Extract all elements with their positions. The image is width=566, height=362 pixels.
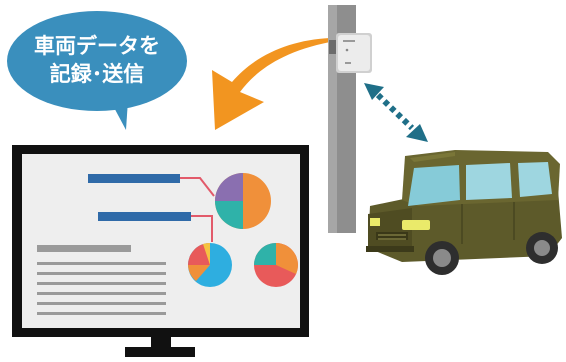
bubble-text-line2: 記録･送信 <box>50 62 145 86</box>
text-line <box>37 282 166 285</box>
sensor-device-icon <box>329 33 372 73</box>
car-wheel-rear <box>526 232 558 264</box>
car-wheel-front <box>425 241 459 275</box>
bubble-text-line1: 車両データを <box>34 34 160 58</box>
car-windshield <box>408 165 460 206</box>
text-line <box>37 302 166 305</box>
curved-arrow-icon <box>212 38 330 130</box>
speech-bubble: 車両データを 記録･送信 <box>7 11 187 130</box>
connector-line-1 <box>180 177 215 197</box>
screen-content <box>37 173 298 315</box>
car-side-window-2 <box>518 162 552 197</box>
text-heading-line <box>37 245 131 252</box>
pie-chart-2 <box>188 242 232 287</box>
connector-line-2 <box>191 215 213 242</box>
text-line <box>37 292 166 295</box>
pie-chart-3 <box>254 243 298 287</box>
screen-bar-1 <box>88 174 180 183</box>
text-line <box>37 272 166 275</box>
wireless-arrow-icon <box>364 83 428 142</box>
text-line <box>37 262 166 265</box>
car-headlight <box>402 220 430 230</box>
car-side-window-1 <box>466 163 512 200</box>
screen-bar-2 <box>98 212 191 221</box>
pie-chart-1 <box>215 173 271 229</box>
car-headlight <box>370 218 380 226</box>
suv-car-icon <box>366 150 562 275</box>
text-line <box>37 312 166 315</box>
